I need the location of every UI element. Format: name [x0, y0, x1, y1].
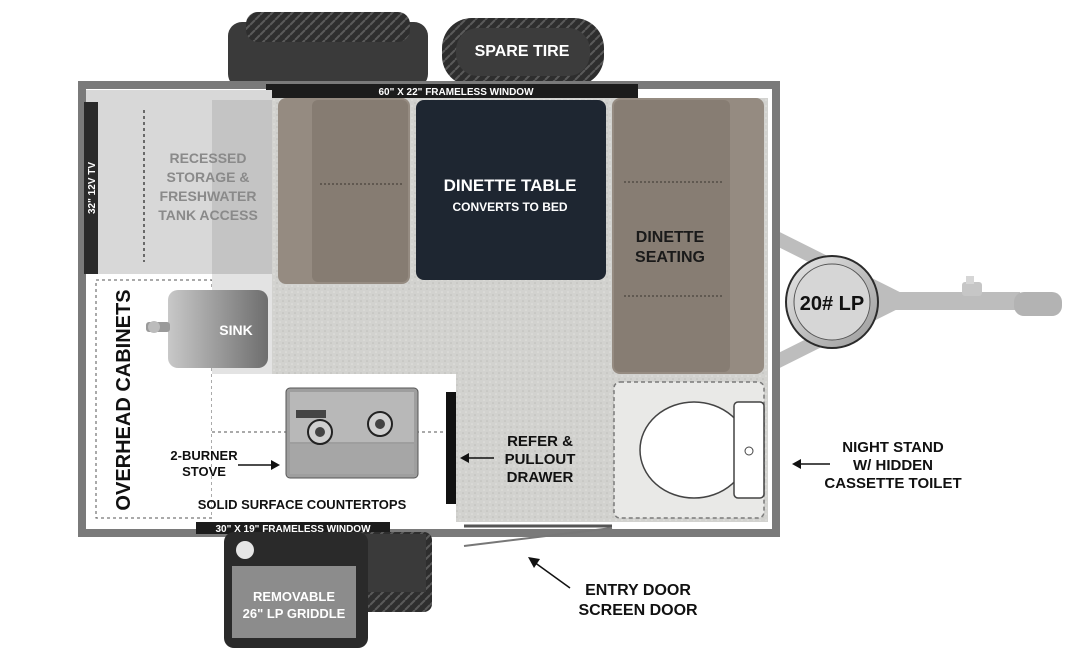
storage-label-2: STORAGE &: [167, 169, 250, 185]
spare-tire-label: SPARE TIRE: [475, 43, 570, 60]
stove-label-1: 2-BURNER: [170, 448, 238, 463]
bottom-window: [196, 522, 390, 534]
storage-label-3: FRESHWATER: [160, 188, 257, 204]
night-stand-label-3: CASSETTE TOILET: [824, 475, 961, 492]
stove: [285, 387, 419, 479]
sink-label: SINK: [219, 322, 252, 338]
night-stand-label-1: NIGHT STAND: [842, 439, 944, 456]
top-window: [266, 84, 638, 98]
refer-label-3: DRAWER: [507, 469, 574, 486]
lp-griddle: [224, 532, 368, 648]
dinette-table-sublabel: CONVERTS TO BED: [452, 200, 567, 214]
bottom-window-label: 30" X 19" FRAMELESS WINDOW: [215, 524, 371, 535]
right-dinette-cushion: [612, 98, 764, 374]
tv: [84, 102, 98, 274]
sink: [146, 290, 268, 368]
refer-panel: [446, 392, 456, 504]
overhead-cabinets-label: OVERHEAD CABINETS: [113, 289, 135, 510]
refer-arrow: [460, 453, 494, 463]
entry-door-arrow: [528, 557, 571, 589]
griddle-label-2: 26" LP GRIDDLE: [243, 606, 346, 621]
griddle-label-1: REMOVABLE: [253, 589, 335, 604]
tv-label: 32" 12V TV: [87, 162, 98, 214]
left-dinette-cushion: [278, 98, 410, 284]
lp-tank: [785, 255, 879, 349]
stove-arrow: [238, 460, 280, 470]
screen-door-label: SCREEN DOOR: [578, 602, 698, 619]
entry-door-label: ENTRY DOOR: [585, 582, 691, 599]
countertops-label: SOLID SURFACE COUNTERTOPS: [198, 497, 407, 512]
top-window-label: 60" X 22" FRAMELESS WINDOW: [378, 87, 534, 98]
entry-door: [463, 524, 613, 547]
refer-label-1: REFER &: [507, 433, 573, 450]
dinette-table: [416, 100, 606, 280]
night-stand-label-2: W/ HIDDEN: [853, 457, 933, 474]
refer-label-2: PULLOUT: [505, 451, 576, 468]
dinette-seating-label-1: DINETTE: [636, 229, 705, 246]
top-wheel: [228, 12, 428, 88]
lp-tank-label: 20# LP: [800, 293, 864, 315]
storage-shade: [212, 100, 272, 274]
stove-label-2: STOVE: [182, 464, 226, 479]
spare-tire: [442, 18, 604, 86]
storage-label-1: RECESSED: [169, 150, 246, 166]
dinette-table-label: DINETTE TABLE: [444, 176, 577, 195]
night-stand: [613, 381, 765, 519]
dinette-seating-label-2: SEATING: [635, 249, 705, 266]
storage-label-4: TANK ACCESS: [158, 207, 258, 223]
bottom-wheel: [350, 532, 432, 612]
night-stand-arrow: [792, 459, 830, 469]
